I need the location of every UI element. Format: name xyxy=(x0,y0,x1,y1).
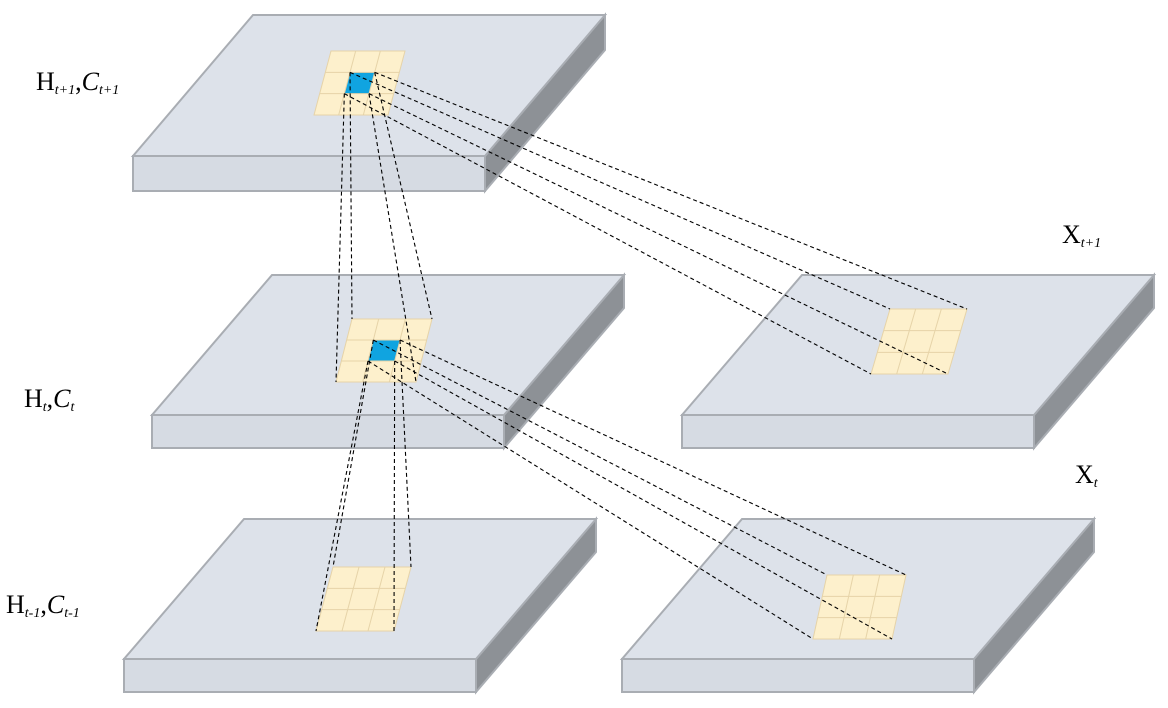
slab-front-face xyxy=(151,414,505,449)
dashed-line xyxy=(374,72,433,320)
label-x-t-plus-1: Xt+1 xyxy=(1062,220,1101,251)
dashed-line xyxy=(332,339,374,568)
patch-h-t-plus-1 xyxy=(313,50,406,116)
grid-line-vertical xyxy=(865,574,881,640)
patch-h-t-minus-1 xyxy=(315,566,412,632)
label-h-t-plus-1: Ht+1,Ct+1 xyxy=(36,67,119,98)
dashed-line xyxy=(315,360,369,632)
slab-front-face xyxy=(681,414,1035,449)
grid-line-vertical xyxy=(388,318,406,383)
connections-h-t-to-x-t xyxy=(367,339,907,640)
dashed-line xyxy=(399,339,412,568)
slab-front-face xyxy=(123,658,477,693)
grid-line-vertical xyxy=(338,50,357,116)
connections-h-t-to-h-t-minus-1 xyxy=(315,339,412,632)
center-cell xyxy=(344,72,375,94)
grid-line-vertical xyxy=(341,566,360,632)
slab-front-face xyxy=(132,155,486,192)
dashed-line xyxy=(368,93,949,375)
connections-h-t-plus-1-to-x-t-plus-1 xyxy=(344,71,968,375)
dashed-line xyxy=(349,71,891,310)
patch-background xyxy=(315,566,412,632)
dashed-line xyxy=(393,360,396,632)
dashed-line xyxy=(344,93,872,375)
dashed-line xyxy=(349,72,353,320)
feature-map-layers xyxy=(121,12,1157,695)
center-cell xyxy=(368,340,400,361)
grid-line-vertical xyxy=(367,566,386,632)
label-h-t: Ht,Ct xyxy=(24,384,76,415)
dashed-line xyxy=(367,360,814,640)
grid-line-vertical xyxy=(362,318,380,383)
grid-line-vertical xyxy=(362,50,381,116)
grid-line-vertical xyxy=(838,574,854,640)
slab-front-face xyxy=(621,658,975,693)
label-h-t-minus-1: Ht-1,Ct-1 xyxy=(6,590,80,621)
label-x-t: Xt xyxy=(1075,460,1099,491)
dashed-line xyxy=(373,339,828,576)
dashed-line xyxy=(374,71,968,310)
connection-lines xyxy=(315,71,968,640)
connections-h-t-plus-1-to-h-t xyxy=(335,72,433,383)
grid-line-vertical xyxy=(896,308,917,375)
dashed-line xyxy=(335,93,345,383)
patch-h-t xyxy=(335,318,433,383)
patch-background xyxy=(812,574,907,640)
dashed-line xyxy=(394,360,893,640)
dashed-line xyxy=(399,339,907,576)
patch-x-t xyxy=(812,574,907,640)
patch-x-t-plus-1 xyxy=(870,308,968,375)
kernel-patches xyxy=(313,50,968,640)
